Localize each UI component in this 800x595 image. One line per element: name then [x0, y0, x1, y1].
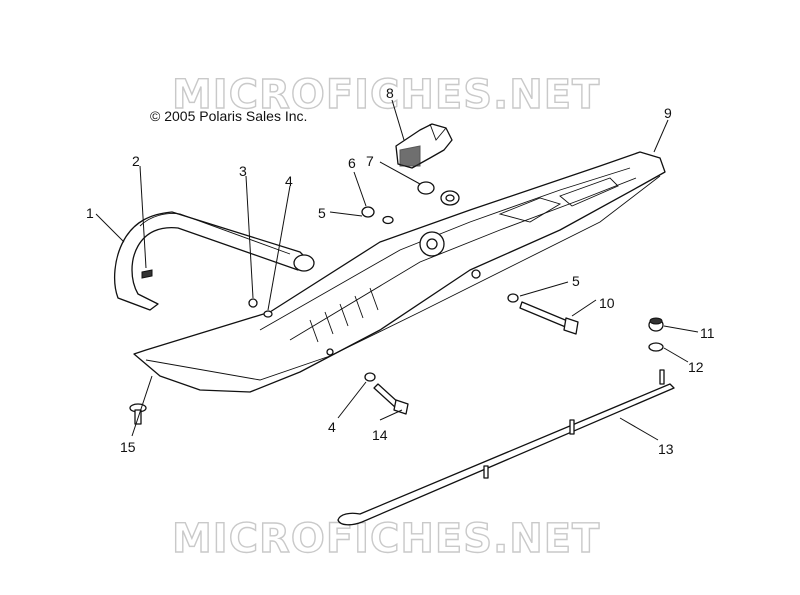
part-10-bolt: [519, 301, 579, 335]
callout-4-upper: 4: [285, 173, 293, 189]
callout-3: 3: [239, 163, 247, 179]
part-4-washer-upper: [263, 310, 273, 318]
watermark-bottom: MICROFICHES.NET: [172, 516, 600, 562]
part-3-nut: [248, 298, 258, 308]
callout-15: 15: [120, 439, 136, 455]
callout-10: 10: [599, 295, 615, 311]
callout-13: 13: [658, 441, 674, 457]
part-11-nut: [648, 317, 664, 332]
callout-12: 12: [688, 359, 704, 375]
watermark-top: MICROFICHES.NET: [172, 72, 600, 118]
part-12-washer: [648, 342, 664, 352]
part-13-wear-bar: [337, 369, 675, 526]
callout-7: 7: [366, 153, 374, 169]
leader-lines: [95, 99, 699, 441]
callout-4-lower: 4: [328, 419, 336, 435]
callout-1: 1: [86, 205, 94, 221]
part-1-handle: [113, 211, 315, 311]
callout-8: 8: [386, 85, 394, 101]
callout-5-upper: 5: [318, 205, 326, 221]
callout-9: 9: [664, 105, 672, 121]
part-9-ski-body: [133, 151, 666, 393]
part-5-washer-upper: [382, 215, 394, 225]
callout-5-lower: 5: [572, 273, 580, 289]
callout-11: 11: [700, 325, 715, 341]
copyright-text: © 2005 Polaris Sales Inc.: [150, 108, 307, 124]
part-14-bolt: [373, 383, 409, 415]
part-4-washer-lower: [364, 372, 376, 382]
part-8-block: [395, 123, 453, 169]
callout-14: 14: [372, 427, 388, 443]
part-15-bolt: [129, 403, 147, 425]
part-7-bushing: [417, 181, 460, 206]
callout-6: 6: [348, 155, 356, 171]
part-5-washer-lower: [507, 293, 519, 303]
part-6-nut: [361, 206, 375, 218]
callout-2: 2: [132, 153, 140, 169]
